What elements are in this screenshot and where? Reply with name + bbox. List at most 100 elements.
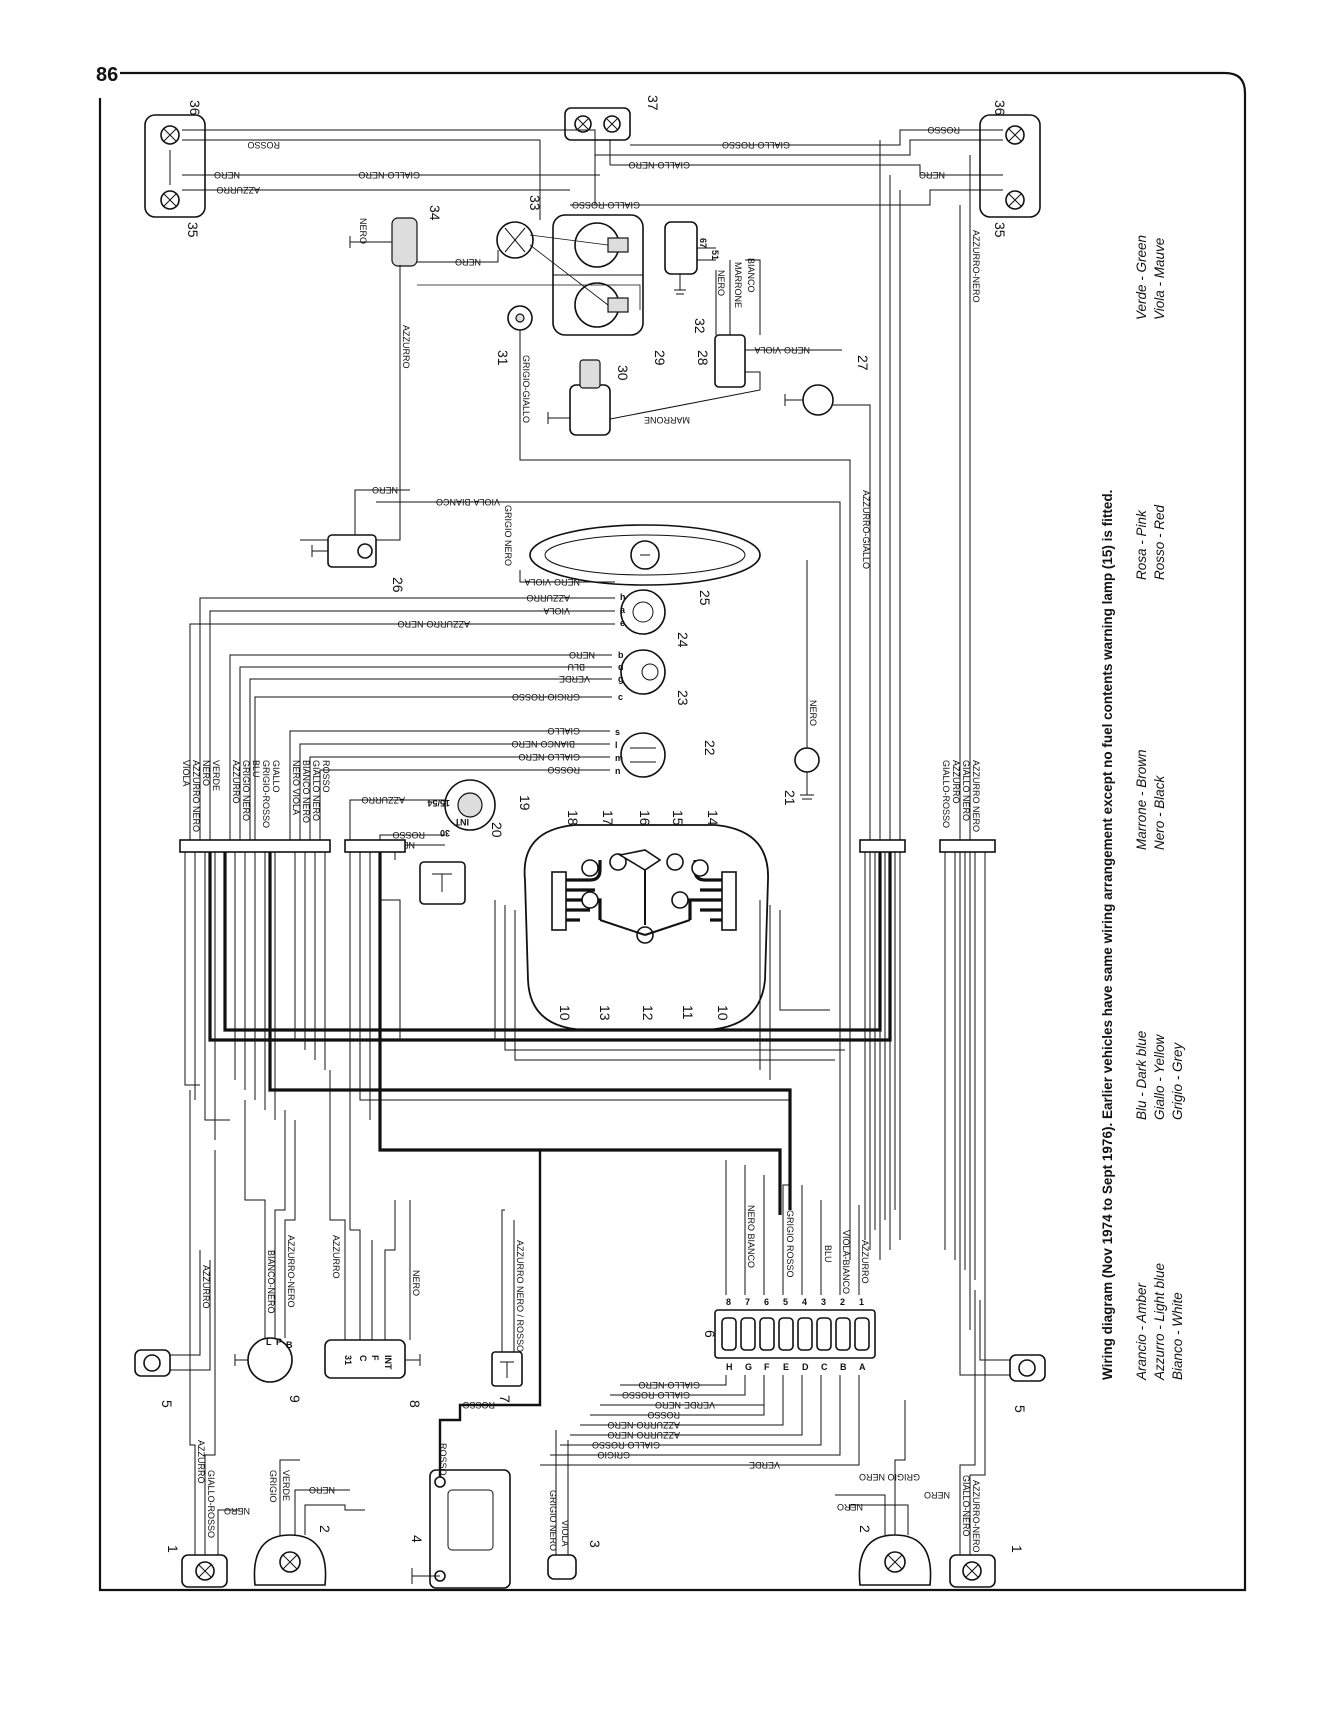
caption-legend-group: Wiring diagram (Nov 1974 to Sept 1976). … <box>1100 235 1185 1381</box>
pin-22-m: m <box>615 753 623 763</box>
wire-giallonero-1r: GIALLO-NERO <box>961 1475 971 1537</box>
wire-nero-2r: NERO <box>924 1490 950 1500</box>
wire-rosso-19: ROSSO <box>392 830 425 840</box>
page-frame <box>98 71 1247 1592</box>
instrument-panel <box>523 824 769 1031</box>
horn-button-25 <box>529 524 761 586</box>
wire-nerobianco-fuse: NERO BIANCO <box>746 1205 756 1268</box>
label-15: 15 <box>670 810 686 826</box>
wire-grigiogiallo-31: GRIGIO-GIALLO <box>521 355 531 423</box>
fuel-sender-9 <box>234 1337 293 1383</box>
wire-giallonero-fuseb: GIALLO-NERO <box>638 1380 700 1390</box>
fuse-top-4: 4 <box>802 1297 807 1307</box>
regulator-32 <box>664 221 716 295</box>
harness-label-blu: BLU <box>251 760 261 778</box>
switch-23 <box>620 649 666 695</box>
harness-label-grigiorosso: GRIGIO-ROSSO <box>261 760 271 828</box>
label-5-right: 5 <box>1012 1405 1028 1413</box>
legend-marrone: Marrone - Brown <box>1134 749 1149 850</box>
wire-nero-right: NERO <box>919 170 945 180</box>
wire-nero-28: NERO <box>716 270 726 296</box>
harness-r-label-giallorosso: GIALLO-ROSSO <box>941 760 951 828</box>
label-25: 25 <box>697 590 713 606</box>
wire-azzurro-8: AZZURRO <box>331 1235 341 1279</box>
pin-23-b: b <box>618 650 624 660</box>
handbrake-switch-21 <box>794 560 820 800</box>
pin-24-e: e <box>620 618 625 628</box>
wire-giallorosso-top: GIALLO-ROSSO <box>722 140 790 150</box>
label-24: 24 <box>675 632 691 648</box>
plate-lamp-37 <box>564 107 631 141</box>
pin-32-67: 67 <box>698 238 708 248</box>
pin-19-1554: 15/54 <box>427 798 450 808</box>
legend-azzurro: Azzurro - Light blue <box>1152 1263 1167 1381</box>
harness-label-viola: VIOLA <box>181 760 191 787</box>
harness-label-giallo: GIALLO <box>271 760 281 793</box>
wire-marrone-28: MARRONE <box>733 262 743 308</box>
pin-8-31: 31 <box>343 1355 353 1365</box>
fuse-bot-a: A <box>859 1362 866 1372</box>
wire-verde-2l: VERDE <box>281 1470 291 1501</box>
legend-arancio: Arancio - Amber <box>1134 1282 1149 1381</box>
pin-23-c: c <box>618 692 623 702</box>
wire-giallonero-22: GIALLO-NERO <box>518 752 580 762</box>
wire-bianco-28: BIANCO <box>746 258 756 293</box>
wire-rosso-right: ROSSO <box>927 125 960 135</box>
legend-giallo: Giallo - Yellow <box>1152 1033 1167 1120</box>
wire-giallorosso2-fuseb: GIALLO-ROSSO <box>592 1440 660 1450</box>
label-36-right: 36 <box>992 100 1008 116</box>
connector-block-left <box>179 839 331 853</box>
label-20: 20 <box>489 822 505 838</box>
fuse-bot-d: D <box>802 1362 809 1372</box>
harness-label-verde: VERDE <box>211 760 221 791</box>
ignition-coil-34 <box>349 217 418 267</box>
label-33: 33 <box>527 195 543 211</box>
label-27: 27 <box>855 355 871 371</box>
fusebox-top-numbers: 8 7 6 5 4 3 2 1 <box>726 1297 864 1307</box>
pin-9-p: P <box>276 1337 282 1347</box>
legend-blu: Blu - Dark blue <box>1134 1031 1149 1120</box>
wire-azzurrogiallo-top: AZZURRO-GIALLO <box>861 490 871 569</box>
label-29: 29 <box>652 350 668 366</box>
legend-viola: Viola - Mauve <box>1152 238 1167 320</box>
connector-block-right-a <box>859 839 906 853</box>
label-30: 30 <box>615 365 631 381</box>
fuse-bot-f: F <box>764 1362 770 1372</box>
wire-nero-26: NERO <box>372 485 398 495</box>
wire-azzurro-top: AZZURRO <box>401 325 411 369</box>
label-37: 37 <box>645 95 661 111</box>
label-8: 8 <box>407 1400 423 1408</box>
relay-28 <box>604 259 842 421</box>
wire-grigionero-25: GRIGIO NERO <box>503 505 513 566</box>
switch-22 <box>620 732 666 778</box>
label-35-right: 35 <box>992 222 1008 238</box>
pin-8-f: F <box>370 1355 380 1361</box>
wire-rosso-22: ROSSO <box>547 765 580 775</box>
wire-verde-fuseb: VERDE <box>749 1460 780 1470</box>
pin-9-l: L <box>266 1337 272 1347</box>
wire-giallorosso-fuseb: GIALLO-ROSSO <box>622 1390 690 1400</box>
label-31: 31 <box>495 350 511 366</box>
wire-bianconero-22: BIANCO-NERO <box>511 739 575 749</box>
rear-lamp-36-left <box>144 114 206 218</box>
caption-text: Wiring diagram (Nov 1974 to Sept 1976). … <box>1100 490 1115 1380</box>
label-10-right: 10 <box>715 1005 731 1021</box>
wire-azzurro-left: AZZURRO <box>217 185 261 195</box>
wire-giallonero-top: GIALLO-NERO <box>628 160 690 170</box>
switch-24 <box>620 589 666 635</box>
fuse-bot-g: G <box>745 1362 752 1372</box>
wire-verde-23: VERDE <box>559 674 590 684</box>
wire-azzurronerorosso-7: AZZURRO NERO / ROSSO <box>515 1240 525 1352</box>
harness-label-grigionero: GRIGIO NERO <box>241 760 251 821</box>
pin-19-30: 30 <box>440 828 450 838</box>
label-36-left: 36 <box>187 100 203 116</box>
wire-grigionero-2r: GRIGIO NERO <box>859 1472 920 1482</box>
stop-switch-26 <box>311 534 377 568</box>
label-3: 3 <box>587 1540 603 1548</box>
label-16: 16 <box>637 810 653 826</box>
wire-violabianco-fuse: VIOLA-BIANCO <box>841 1230 851 1294</box>
wire-grigiorosso-23: GRIGIO-ROSSO <box>512 692 580 702</box>
distributor-33 <box>496 221 534 259</box>
label-9: 9 <box>287 1395 303 1403</box>
harness-r-label-azzurro: AZZURRO <box>951 760 961 804</box>
